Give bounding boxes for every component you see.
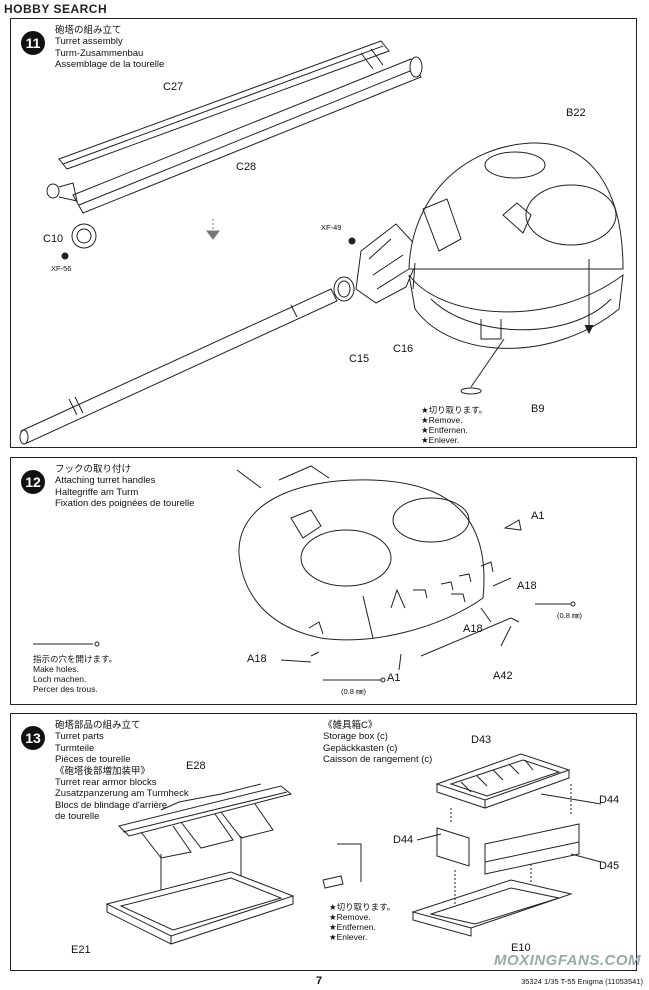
step-11-remove-note: ★切り取ります。 ★Remove. ★Entfernen. ★Enlever. [421,405,487,445]
part-label-a1-bottom: A1 [387,672,401,684]
hobby-search-watermark: HOBBY SEARCH [4,2,107,16]
part-label-c27: C27 [163,81,184,93]
step-11-title-fr: Assemblage de la tourelle [55,59,165,71]
step-12-panel: 12 フックの取り付け Attaching turret handles Hal… [10,457,637,705]
step-13-title-de: Turmteile [55,742,95,754]
step-11-title-de: Turm-Zusammenbau [55,47,144,59]
part-label-e21: E21 [71,944,91,956]
step-12-title-fr: Fixation des poignées de tourelle [55,498,195,510]
remove-note-fr: ★Enlever. [421,435,460,445]
storage-box-title-de: Gepäckkasten (c) [323,742,398,754]
remove-note-ja: ★切り取ります。 [421,405,488,415]
storage-box-title-en: Storage box (c) [323,731,388,743]
rear-armor-title-ja: 《砲塔後部増加装甲》 [55,765,151,777]
footer-code: 35324 1/35 T-55 Enigma (11053541) [521,977,643,986]
storage-box-title: 《雑具箱C》 Storage box (c) Gepäckkasten (c) … [323,720,432,766]
storage-box-title-ja: 《雑具箱C》 [323,720,378,731]
part-label-d44-left: D44 [393,834,414,846]
part-label-d43: D43 [471,734,492,746]
step-11-title: 砲塔の組み立て Turret assembly Turm-Zusammenbau… [55,25,164,71]
step-13-title-en: Turret parts [55,731,104,743]
step-12-title-ja: フックの取り付け [55,464,132,475]
part-label-a18-right: A18 [517,580,537,592]
step-11-title-en: Turret assembly [55,36,123,48]
remove-note-13-en: ★Remove. [329,912,371,922]
moxingfans-watermark: MOXINGFANS.COM [493,952,641,969]
holes-note-en: Make holes. [33,664,79,674]
part-label-a18-mid: A18 [463,623,483,635]
part-label-e10: E10 [511,942,531,954]
part-label-a1-top: A1 [531,510,545,522]
step-12-title-de: Haltegriffe am Turm [55,486,139,498]
part-label-c15: C15 [349,353,370,365]
part-label-e28: E28 [186,760,206,772]
step-11-badge: 11 [21,31,45,55]
step-13-title-fr: Pièces de tourelle [55,754,131,766]
part-label-b22: B22 [566,107,586,119]
step-12-title-en: Attaching turret handles [55,475,156,487]
step-12-title: フックの取り付け Attaching turret handles Halteg… [55,464,194,510]
step-13-badge: 13 [21,726,45,750]
paint-label-xf49: XF-49 [321,223,342,232]
part-label-a42: A42 [493,670,513,682]
rear-armor-title-fr: Blocs de blindage d'arrière [55,799,168,811]
rear-armor-title-de: Zusatzpanzerung am Turmheck [55,788,189,800]
turret-parts-drawing [105,753,602,945]
rear-armor-title-en: Turret rear armor blocks [55,777,157,789]
step-13-remove-note: ★切り取ります。 ★Remove. ★Entfernen. ★Enlever. [329,902,395,942]
step-12-badge: 12 [21,470,45,494]
part-label-c10: C10 [43,233,64,245]
step-13-panel: 13 砲塔部品の組み立て Turret parts Turmteile Pièc… [10,713,637,971]
rear-armor-title-fr-2: de tourelle [55,811,100,823]
step-13-title: 砲塔部品の組み立て Turret parts Turmteile Pièces … [55,720,189,823]
part-label-d44-right: D44 [599,794,620,806]
turret-handles-drawing [33,465,576,683]
remove-note-13-de: ★Entfernen. [329,922,376,932]
step-11-panel: 11 砲塔の組み立て Turret assembly Turm-Zusammen… [10,18,637,448]
part-label-a18-left: A18 [247,653,267,665]
holes-note-de: Loch machen. [33,674,87,684]
part-label-b9: B9 [531,403,545,415]
part-label-c16: C16 [393,343,414,355]
remove-note-de: ★Entfernen. [421,425,468,435]
paint-label-xf56: XF-56 [51,264,72,273]
drill-size-right: (0.8 ㎜) [557,611,583,620]
part-label-d45: D45 [599,860,620,872]
storage-box-title-fr: Caisson de rangement (c) [323,754,433,766]
holes-note-ja: 指示の穴を開けます。 [33,654,118,664]
remove-note-en: ★Remove. [421,415,463,425]
step-13-title-ja: 砲塔部品の組み立て [55,720,141,731]
drill-size-bottom: (0.8 ㎜) [341,687,367,696]
page-number: 7 [316,975,323,987]
remove-note-13-ja: ★切り取ります。 [329,902,396,912]
turret-assembly-drawing [19,40,624,445]
holes-note-fr: Percer des trous. [33,684,98,694]
watermark-text: HOBBY SEARCH [4,2,108,16]
remove-note-13-fr: ★Enlever. [329,932,368,942]
part-label-c28: C28 [236,161,257,173]
step-11-title-ja: 砲塔の組み立て [55,25,122,36]
make-holes-note: 指示の穴を開けます。 Make holes. Loch machen. Perc… [33,654,117,694]
